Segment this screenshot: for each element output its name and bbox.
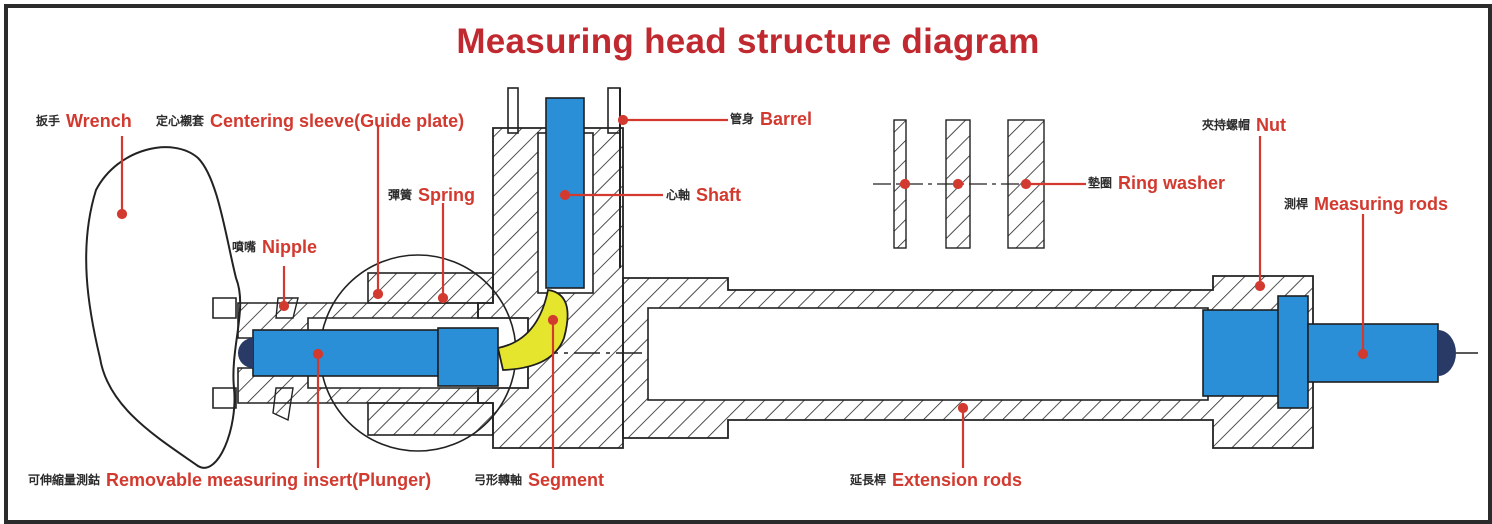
plunger-part	[252, 329, 439, 377]
label-nut-en: Nut	[1256, 115, 1287, 135]
label-wrench-cn: 扳手	[36, 114, 61, 128]
label-insert-en: Removable measuring insert(Plunger)	[106, 470, 432, 490]
measuring-head-drawing	[85, 87, 1478, 469]
label-nut: 夾持螺帽 Nut	[1202, 116, 1286, 135]
label-extension-rods-cn: 延長桿	[850, 473, 887, 487]
label-wrench-en: Wrench	[66, 111, 132, 131]
rod-ball	[1438, 330, 1456, 376]
label-spring-cn: 彈簧	[388, 188, 413, 202]
label-centering-sleeve: 定心襯套 Centering sleeve(Guide plate)	[156, 112, 464, 131]
label-nipple: 噴嘴 Nipple	[232, 238, 317, 257]
label-segment-cn: 弓形轉軸	[474, 473, 523, 487]
spring-housing-top	[367, 272, 494, 304]
label-spring-en: Spring	[418, 185, 476, 205]
label-shaft: 心軸 Shaft	[666, 186, 741, 205]
label-segment: 弓形轉軸 Segment	[474, 471, 604, 490]
nipple-tip-lower	[272, 387, 294, 422]
plunger-ball	[238, 338, 253, 368]
label-insert-cn: 可伸縮量測鈷	[28, 473, 101, 487]
label-extension-rods-en: Extension rods	[892, 470, 1023, 490]
label-shaft-en: Shaft	[696, 185, 742, 205]
wrench-notch	[212, 297, 237, 409]
label-wrench: 扳手 Wrench	[36, 112, 132, 131]
extension-bore	[647, 307, 1209, 401]
label-spring: 彈簧 Spring	[388, 186, 475, 205]
barrel-tube-right	[607, 87, 621, 134]
label-ring-washer: 墊圈 Ring washer	[1088, 174, 1225, 193]
rod-shaft	[1307, 323, 1439, 383]
label-extension-rods: 延長桿 Extension rods	[850, 471, 1022, 490]
diagram-title: Measuring head structure diagram	[456, 22, 1040, 61]
label-ring-washer-en: Ring washer	[1118, 173, 1226, 193]
label-nut-cn: 夾持螺帽	[1202, 118, 1251, 132]
label-centering-sleeve-en: Centering sleeve(Guide plate)	[210, 111, 465, 131]
barrel-tube-left	[507, 87, 519, 134]
label-ring-washer-cn: 墊圈	[1088, 176, 1113, 190]
diagram-frame: Measuring head structure diagram	[4, 4, 1492, 524]
label-measuring-rods-en: Measuring rods	[1314, 194, 1449, 214]
label-barrel-cn: 管身	[730, 112, 755, 126]
plunger-head	[437, 327, 499, 387]
label-measuring-rods-cn: 測桿	[1284, 197, 1309, 211]
label-segment-en: Segment	[528, 470, 605, 490]
rod-flange	[1277, 295, 1309, 409]
label-nipple-cn: 噴嘴	[232, 240, 257, 254]
label-shaft-cn: 心軸	[666, 188, 691, 202]
label-centering-sleeve-cn: 定心襯套	[156, 114, 205, 128]
wrench-shape	[85, 146, 242, 469]
label-barrel: 管身 Barrel	[730, 110, 812, 129]
label-measuring-rods: 測桿 Measuring rods	[1284, 195, 1448, 214]
spring-housing-bottom	[367, 402, 494, 436]
label-nipple-en: Nipple	[262, 237, 318, 257]
label-barrel-en: Barrel	[760, 109, 813, 129]
label-insert: 可伸縮量測鈷 Removable measuring insert(Plunger…	[28, 471, 431, 490]
segment-part	[496, 288, 569, 371]
